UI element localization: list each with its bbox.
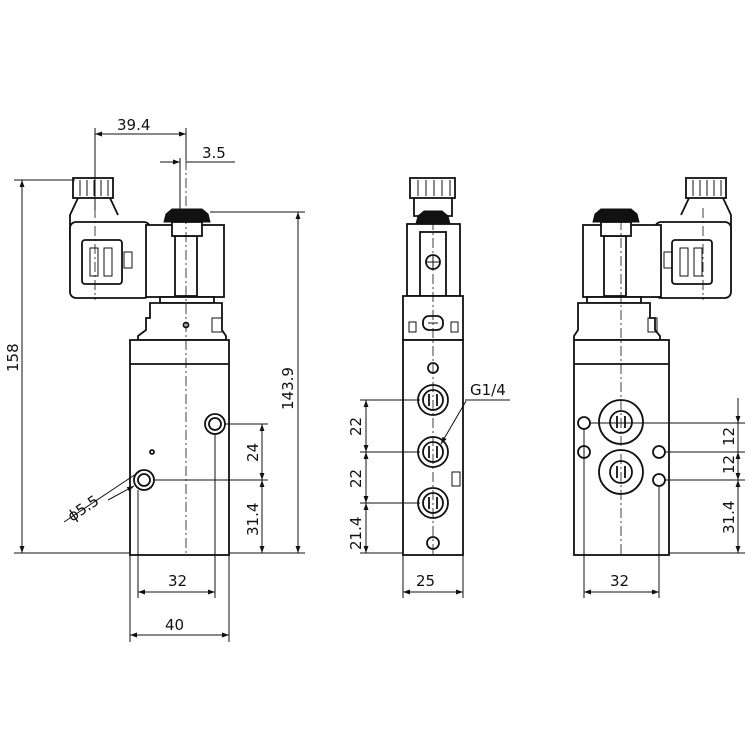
dim-port-pitch-2: 22 [347,469,365,488]
connector-cap [685,177,727,199]
dim-coil-offset: 39.4 [117,116,150,134]
valve-body [402,339,464,556]
dim-body-width: 25 [416,572,435,590]
dim-hole-pitch: 32 [610,572,629,590]
middle-view-dimensions: 22 22 21.4 G1/4 25 [347,381,510,598]
upper-body [137,302,227,341]
dim-total-height: 158 [4,343,22,372]
connector-cap [409,177,456,199]
left-view [69,160,230,556]
dim-body-width: 40 [165,616,184,634]
dim-body-height: 143.9 [279,367,297,410]
dim-hole-spacing-b: 31.4 [244,503,262,536]
dim-port-pitch-1: 22 [347,417,365,436]
valve-body [573,339,670,556]
connector-window [81,239,123,285]
middle-view [402,177,464,556]
right-view [573,177,732,556]
right-view-dimensions: 12 12 31.4 32 [583,398,745,598]
knob [163,208,211,223]
dim-hole-diameter: ϕ5.5 [64,492,102,526]
left-view-dimensions: 39.4 3.5 158 143.9 24 31.4 ϕ5.5 32 [4,116,305,642]
dim-hole-spacing-a: 24 [244,443,262,462]
dim-hole-spacing-2: 12 [720,455,738,474]
port-thread-label: G1/4 [470,381,506,399]
dim-hole-bottom: 31.4 [720,501,738,534]
valve-body [129,339,230,556]
dim-port-bottom: 21.4 [347,517,365,550]
dim-hole-pitch: 32 [168,572,187,590]
dim-stem-width: 3.5 [202,144,226,162]
dim-hole-spacing-1: 12 [720,427,738,446]
knob [592,208,640,223]
connector-box [654,221,732,299]
